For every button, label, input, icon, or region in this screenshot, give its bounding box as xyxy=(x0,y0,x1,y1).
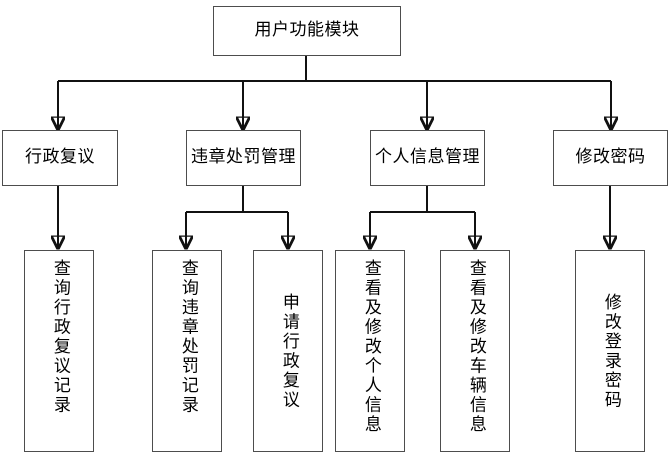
node-root-label: 用户功能模块 xyxy=(254,20,360,41)
node-change-password-label: 修改密码 xyxy=(575,147,646,168)
node-administrative-review-label: 行政复议 xyxy=(25,147,95,168)
node-personal-info-management-label: 个人信息管理 xyxy=(375,147,480,168)
node-violation-penalty-management[interactable]: 违章处罚管理 xyxy=(186,130,301,186)
node-change-login-password-label: 修改登录密码 xyxy=(600,292,621,410)
node-query-review-records[interactable]: 查询行政复议记录 xyxy=(24,250,94,452)
node-administrative-review[interactable]: 行政复议 xyxy=(2,130,118,186)
node-view-edit-vehicle-info[interactable]: 查看及修改车辆信息 xyxy=(440,250,510,452)
node-apply-administrative-review-label: 申请行政复议 xyxy=(278,292,299,410)
node-query-penalty-records-label: 查询违章处罚记录 xyxy=(177,259,198,415)
node-query-review-records-label: 查询行政复议记录 xyxy=(49,259,70,415)
node-personal-info-management[interactable]: 个人信息管理 xyxy=(370,130,485,186)
node-root[interactable]: 用户功能模块 xyxy=(213,6,401,56)
node-view-edit-personal-info-label: 查看及修改个人信息 xyxy=(360,259,381,435)
node-view-edit-vehicle-info-label: 查看及修改车辆信息 xyxy=(465,259,486,435)
node-apply-administrative-review[interactable]: 申请行政复议 xyxy=(253,250,323,452)
node-query-penalty-records[interactable]: 查询违章处罚记录 xyxy=(152,250,222,452)
node-violation-penalty-management-label: 违章处罚管理 xyxy=(191,147,296,168)
node-change-login-password[interactable]: 修改登录密码 xyxy=(575,250,645,452)
node-change-password[interactable]: 修改密码 xyxy=(553,130,668,186)
node-view-edit-personal-info[interactable]: 查看及修改个人信息 xyxy=(335,250,405,452)
